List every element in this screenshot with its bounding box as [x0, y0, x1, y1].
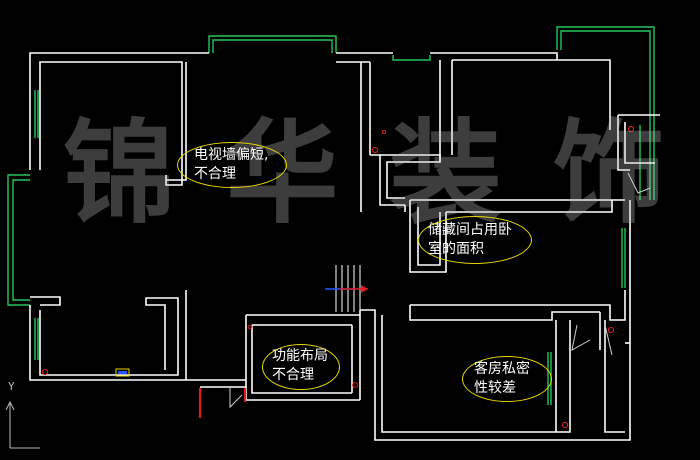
annotation-line: 不合理 — [194, 166, 236, 182]
annotation-outline-layout — [262, 344, 340, 390]
annotation-line: 不合理 — [272, 367, 314, 383]
annotation-line: 性较差 — [474, 380, 516, 396]
ucs-axis-label: Y — [8, 380, 15, 393]
ucs-axis-icon — [5, 400, 40, 449]
annotation-layout: 功能布局 不合理 — [272, 347, 328, 385]
annotation-guest-room: 客房私密 性较差 — [474, 360, 530, 398]
annotation-line: 室的面积 — [428, 241, 484, 257]
annotation-outline-tv-wall — [177, 142, 287, 188]
windows — [7, 26, 655, 405]
walls — [29, 52, 660, 441]
annotation-line: 储藏间占用卧 — [428, 222, 512, 238]
annotation-storage: 储藏间占用卧 室的面积 — [428, 221, 512, 259]
outlet-markers — [41, 125, 635, 429]
annotation-tv-wall: 电视墙偏短, 不合理 — [194, 146, 268, 184]
direction-arrow — [325, 285, 368, 293]
annotation-line: 功能布局 — [272, 348, 328, 364]
doors — [198, 172, 651, 418]
annotation-line: 客房私密 — [474, 361, 530, 377]
appliance-box — [115, 368, 130, 377]
annotation-outline-storage — [418, 216, 532, 264]
annotation-outline-guest-room — [462, 356, 552, 402]
appliance-fill — [118, 371, 127, 374]
annotation-line: 电视墙偏短, — [194, 147, 269, 163]
